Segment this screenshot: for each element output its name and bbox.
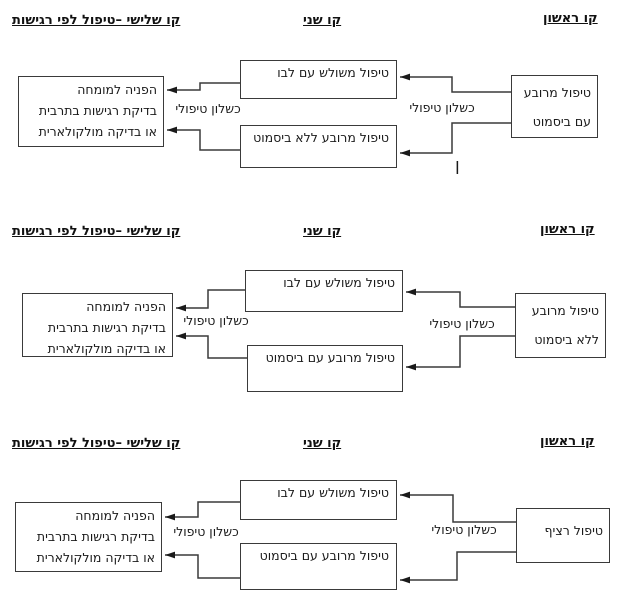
s3-header-third-line: קו שלישי –טיפול לפי רגישות — [12, 436, 181, 451]
arrow-s1-second-top-to-third — [167, 82, 240, 94]
s3-third-line-box: הפניה למומחה בדיקת רגישות בתרבית או בדיק… — [15, 502, 162, 572]
s2-first-line-box: טיפול מרובע ללא ביסמוט — [515, 293, 606, 358]
arrow-s1-second-bottom-to-third — [167, 126, 240, 151]
s2-third-line-box-line2: בדיקת רגישות בתרבית — [47, 320, 166, 335]
s2-header-first-line: קו ראשון — [540, 222, 595, 237]
s1-header-first-line: קו ראשון — [543, 11, 598, 26]
s2-third-line-box-line1: הפניה למומחה — [86, 299, 166, 314]
arrow-s1-first-to-second-bottom — [400, 122, 511, 157]
s1-third-line-box-line2: בדיקת רגישות בתרבית — [38, 103, 157, 118]
s1-header-second-line: קו שני — [303, 13, 342, 28]
s2-third-line-box-line3: או בדיקה מולקולארית — [47, 341, 166, 356]
s3-second-line-bottom-box: טיפול מרובע עם ביסמוט — [240, 543, 397, 590]
s3-failure-label-left: כשלון טיפולי — [173, 524, 239, 539]
arrow-s2-first-to-second-bottom — [406, 335, 515, 371]
s2-header-second-line: קו שני — [303, 224, 342, 239]
s1-third-line-box: הפניה למומחה בדיקת רגישות בתרבית או בדיק… — [18, 76, 164, 147]
s3-first-line-box: טיפול רציף — [516, 508, 610, 563]
s1-third-line-box-line3: או בדיקה מולקולארית — [38, 124, 157, 139]
s1-first-line-box-line2: עם ביסמוט — [532, 114, 591, 129]
s2-first-line-box-line2: ללא ביסמוט — [534, 332, 599, 347]
arrow-s3-first-to-second-bottom — [400, 551, 516, 584]
s3-header-second-line: קו שני — [303, 436, 342, 451]
arrow-s2-first-to-second-top — [406, 288, 515, 308]
arrow-s3-second-top-to-third — [165, 501, 240, 521]
s2-second-line-top-box: טיפול משולש עם לבו — [245, 270, 403, 312]
s3-first-line-box-line1: טיפול רציף — [544, 523, 603, 538]
s1-third-line-box-line1: הפניה למומחה — [77, 82, 157, 97]
arrow-s3-second-bottom-to-third — [165, 551, 240, 579]
s2-second-line-bottom-box: טיפול מרובע עם ביסמוט — [247, 345, 403, 392]
s2-failure-label-right: כשלון טיפולי — [429, 316, 495, 331]
s1-failure-label-left: כשלון טיפולי — [175, 101, 241, 116]
s3-third-line-box-line2: בדיקת רגישות בתרבית — [36, 529, 155, 544]
s1-first-line-box: טיפול מרובע עם ביסמוט — [511, 75, 598, 138]
s1-header-third-line: קו שלישי –טיפול לפי רגישות — [12, 13, 181, 28]
s1-second-line-bottom-box: טיפול מרובע ללא ביסמוט — [240, 125, 397, 168]
arrow-s1-first-to-second-top — [400, 73, 511, 93]
s1-first-line-box-line1: טיפול מרובע — [523, 85, 591, 100]
s2-first-line-box-line1: טיפול מרובע — [531, 303, 599, 318]
s3-third-line-box-line1: הפניה למומחה — [75, 508, 155, 523]
s2-third-line-box: הפניה למומחה בדיקת רגישות בתרבית או בדיק… — [22, 293, 173, 357]
s3-header-first-line: קו ראשון — [540, 434, 595, 449]
s1-stray-character: l — [455, 159, 460, 179]
s1-failure-label-right: כשלון טיפולי — [409, 100, 475, 115]
arrow-s2-second-top-to-third — [176, 289, 245, 312]
s2-header-third-line: קו שלישי –טיפול לפי רגישות — [12, 224, 181, 239]
s3-third-line-box-line3: או בדיקה מולקולארית — [36, 550, 155, 565]
s3-failure-label-right: כשלון טיפולי — [431, 522, 497, 537]
arrow-s3-first-to-second-top — [400, 491, 516, 523]
s2-failure-label-left: כשלון טיפולי — [183, 313, 249, 328]
s3-second-line-top-box: טיפול משולש עם לבו — [240, 480, 397, 520]
s1-second-line-top-box: טיפול משולש עם לבו — [240, 60, 397, 99]
arrow-s2-second-bottom-to-third — [176, 332, 247, 359]
